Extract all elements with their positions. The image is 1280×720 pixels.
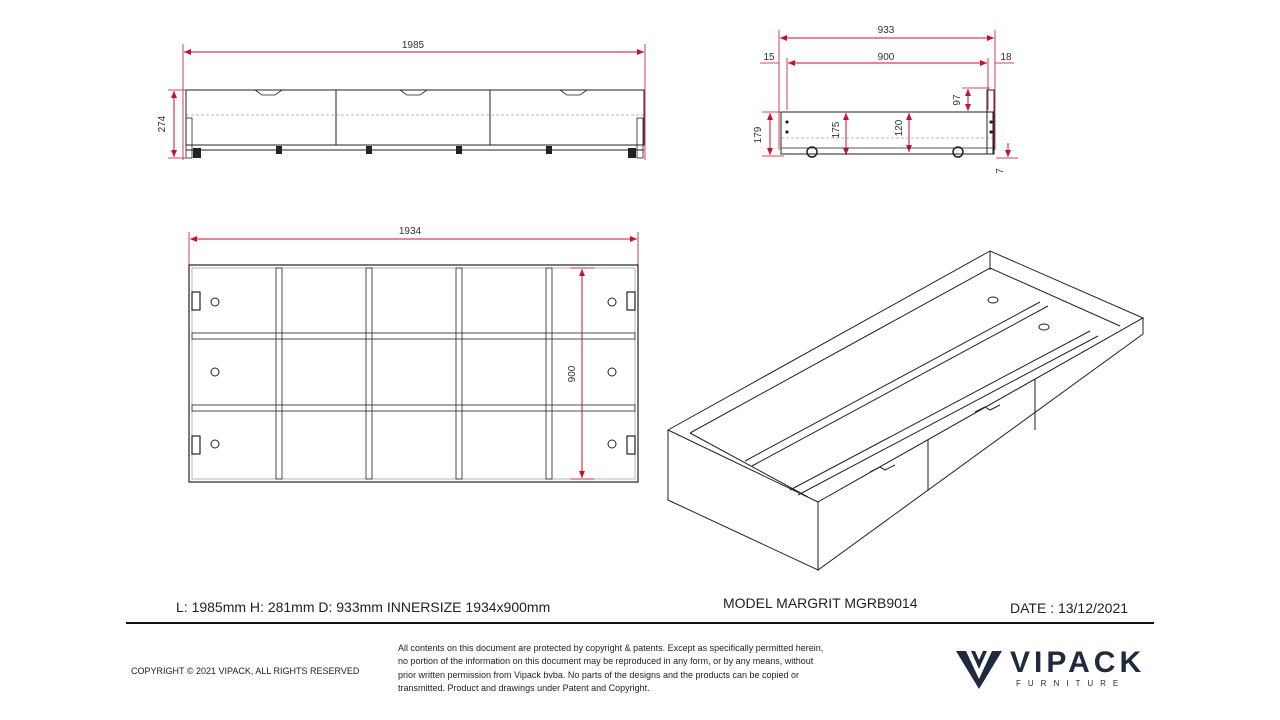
legal-line: transmitted. Product and drawings under … [398,683,650,694]
drawing-date: DATE : 13/12/2021 [1010,600,1129,616]
front-length-label: 1985 [402,40,425,51]
legal-line: prior written permission from Vipack bvb… [398,669,800,680]
size-spec: L: 1985mm H: 281mm D: 933mm INNERSIZE 19… [176,599,551,615]
side-top-gap-label: 97 [952,94,963,106]
side-outer-label: 933 [878,25,895,36]
wheel-icon [806,146,818,158]
front-drawer-body [185,89,645,146]
side-left-panel-label: 15 [763,52,775,63]
side-height-label: 179 [753,126,764,143]
vipack-logo: VIPACK FURNITURE [954,646,1154,692]
isometric-view [667,250,1145,571]
side-right-panel-label: 18 [1000,52,1012,63]
logo-wordmark: VIPACK [1010,646,1146,679]
plan-width-label: 900 [567,365,578,382]
front-height-label: 274 [157,115,168,132]
legal-line: All contents on this document are protec… [398,643,824,653]
front-view: 1985 274 [157,40,646,160]
technical-drawing: 1985 274 933 [157,25,1145,571]
plan-view: 1934 900 [188,226,639,483]
model-name: MODEL MARGRIT MGRB9014 [723,595,918,611]
wheel-icon [952,146,964,158]
logo-subtitle: FURNITURE [1016,679,1126,688]
side-slat-height-label: 120 [894,119,905,136]
side-drawer-body [780,111,994,155]
side-inner-label: 900 [878,52,895,63]
footer-divider [126,622,1154,624]
legal-line: no portion of the information on this do… [398,656,814,667]
side-inner-height-label: 175 [831,121,842,138]
plan-length-label: 1934 [399,226,422,237]
copyright-notice: COPYRIGHT © 2021 VIPACK, ALL RIGHTS RESE… [131,666,360,676]
wheel-icon [193,148,201,158]
legal-notice: All contents on this document are protec… [398,642,878,696]
plan-frame [188,264,639,483]
wheel-icon [628,148,636,158]
vipack-logo-mark-icon [956,651,1002,689]
side-wheel-label: 7 [995,168,1006,174]
side-view: 933 900 15 18 179 175 120 97 7 [753,25,1018,174]
